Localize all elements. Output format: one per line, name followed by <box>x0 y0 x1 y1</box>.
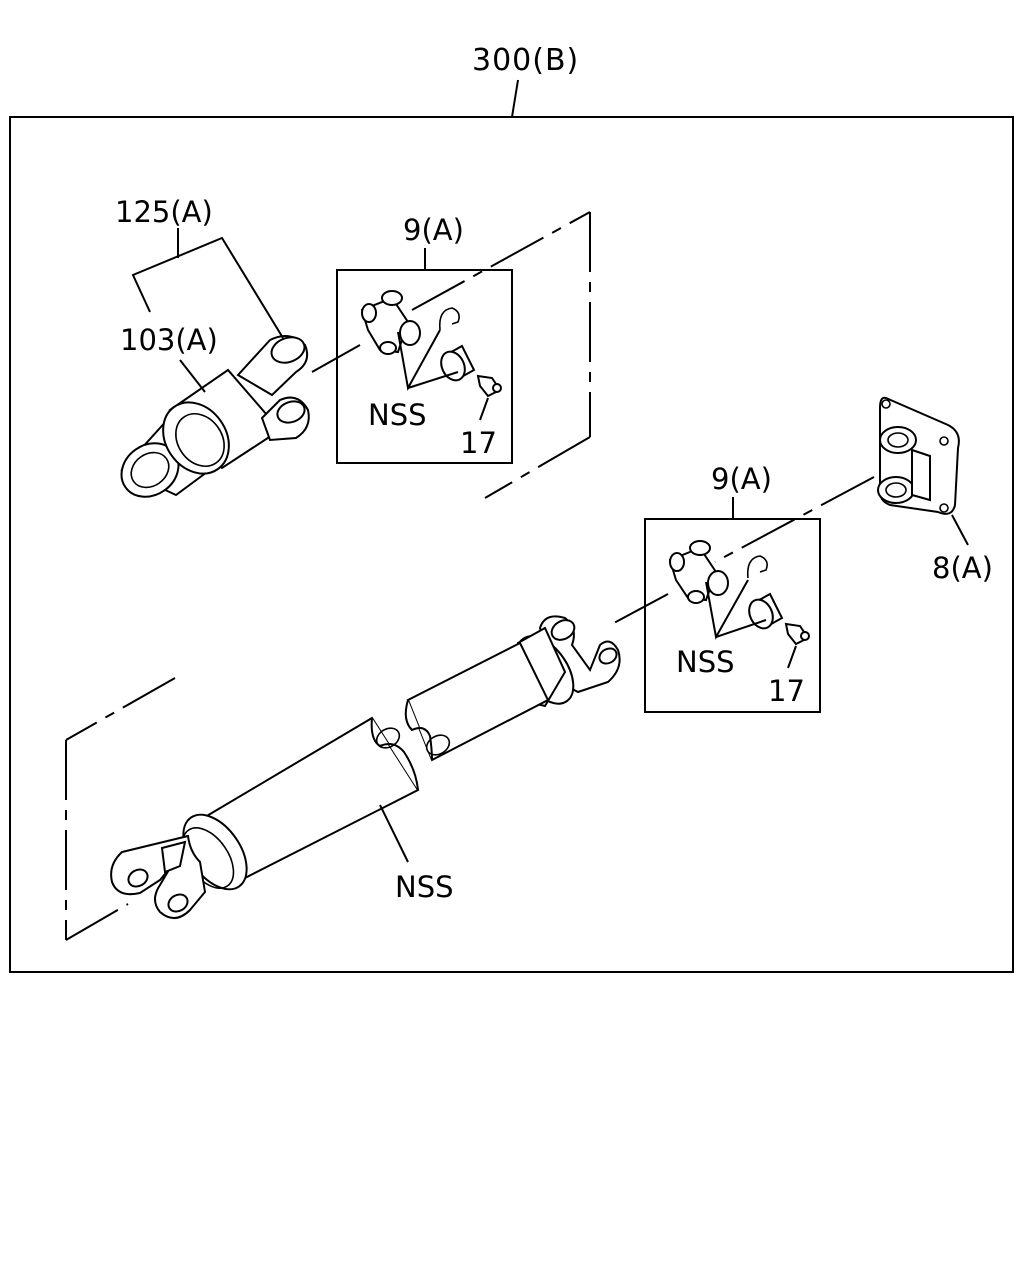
lower-grease-nipple-callout[interactable]: 17 <box>768 674 805 708</box>
lower-spider-cross[interactable] <box>668 540 729 604</box>
assembly-leader <box>511 79 519 118</box>
assembly-frame <box>9 116 1014 973</box>
upper-grease-nipple-callout[interactable]: 17 <box>460 426 497 460</box>
lower-joint-kit-callout[interactable]: 9(A) <box>711 462 772 496</box>
upper-leader-dash <box>411 211 591 311</box>
shaft-tube-front[interactable] <box>110 716 420 919</box>
flange-yoke-leader <box>951 514 969 546</box>
upper-grease-nipple-leader <box>479 397 489 421</box>
lower-bearing-cup[interactable] <box>745 592 784 632</box>
flange-yoke-callout[interactable]: 8(A) <box>932 551 993 585</box>
upper-return-dash <box>484 436 591 499</box>
assembly-callout[interactable]: 300(B) <box>472 43 579 78</box>
shaft-tube-rear[interactable] <box>404 615 621 762</box>
front-sleeve-yoke-leader <box>179 359 206 393</box>
lower-nss-callout[interactable]: NSS <box>676 645 735 679</box>
shaft-tube-callout[interactable]: NSS <box>395 870 454 904</box>
lower-left-return-dash <box>65 903 129 941</box>
sleeve-yoke[interactable] <box>111 333 310 508</box>
lower-grease-nipple[interactable] <box>784 622 810 646</box>
lower-snap-ring[interactable] <box>746 555 768 579</box>
upper-nss-callout[interactable]: NSS <box>368 398 427 432</box>
lower-left-dash <box>65 677 176 741</box>
upper-spider-cross[interactable] <box>360 290 421 355</box>
upper-bearing-cup[interactable] <box>437 344 476 384</box>
front-sleeve-yoke-callout[interactable]: 103(A) <box>120 323 218 357</box>
shaft-tube-leader <box>379 804 409 863</box>
upper-grease-nipple[interactable] <box>476 374 502 398</box>
upper-snap-ring[interactable] <box>438 307 460 331</box>
flange-yoke[interactable] <box>877 396 960 515</box>
upper-joint-kit-callout[interactable]: 9(A) <box>403 213 464 247</box>
lower-center-line <box>611 593 669 625</box>
front-yoke-assy-callout[interactable]: 125(A) <box>115 195 213 229</box>
lower-grease-nipple-leader <box>787 645 797 669</box>
